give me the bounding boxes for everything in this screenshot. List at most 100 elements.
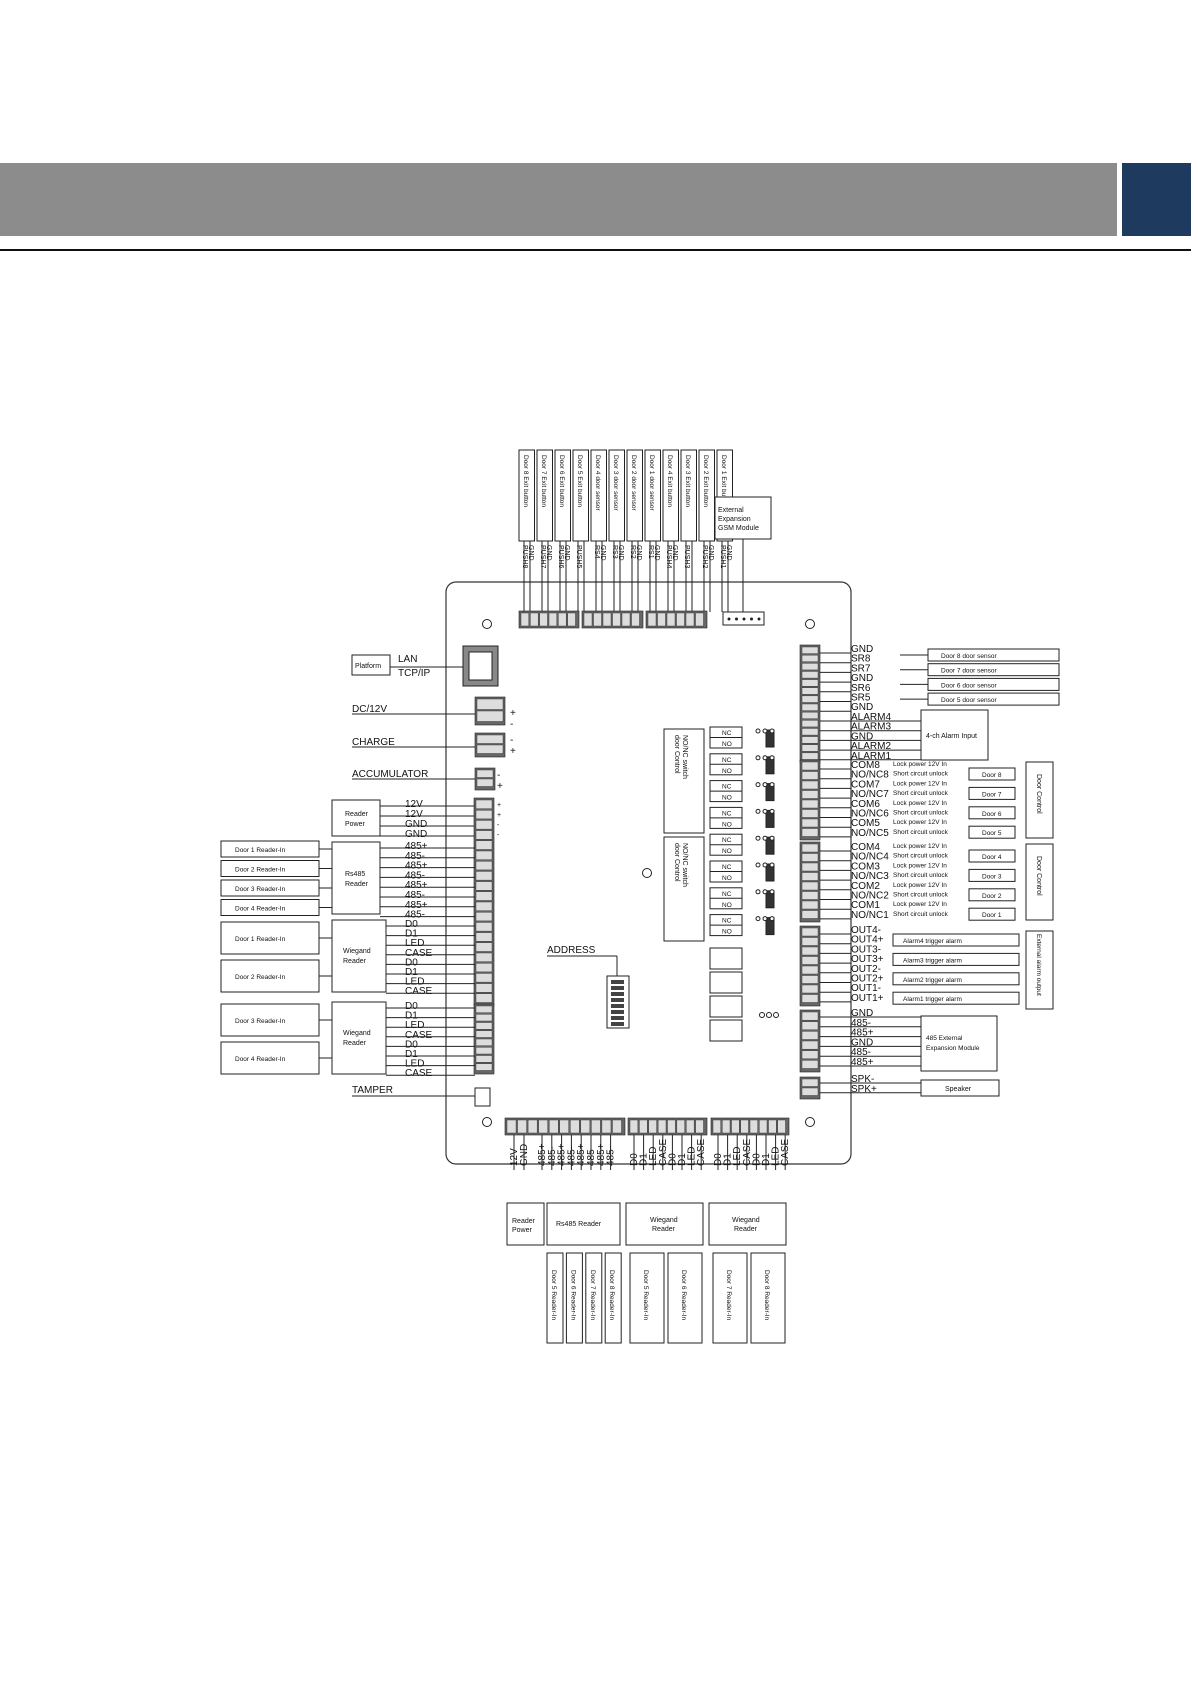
terminal-screw <box>520 612 530 627</box>
jumper-pin <box>766 1012 772 1018</box>
out-pin: OUT3- <box>851 944 881 955</box>
rs485-pin: 485- <box>405 890 425 901</box>
terminal-screw <box>648 1119 657 1134</box>
terminal-screw <box>685 612 695 627</box>
terminal-screw <box>801 965 819 975</box>
top-device-box <box>608 449 625 542</box>
out-pin: OUT1- <box>851 983 881 994</box>
bottom-door-reader-label: Door 8 Reader-In <box>763 1270 770 1321</box>
bottom-door-reader-box <box>546 1252 564 1344</box>
terminal-screw <box>475 963 493 973</box>
no-label: NO <box>722 929 732 936</box>
alarm-output-box <box>892 972 1020 986</box>
top-device-box <box>590 449 607 542</box>
bus-pin: GND <box>851 1008 873 1019</box>
wiegand-pin: LED <box>405 1059 424 1070</box>
top-device-box <box>698 449 715 542</box>
terminal-screw <box>475 952 493 962</box>
terminal-screw <box>801 910 819 919</box>
terminal-screw <box>639 1119 648 1134</box>
polarity-sign: + <box>497 802 501 809</box>
lock-door-box <box>968 806 1016 820</box>
dc-terminal <box>474 696 506 726</box>
terminal-screw <box>801 799 819 809</box>
lock-pin: COM3 <box>851 861 880 872</box>
lock-door-box <box>968 868 1016 882</box>
jumper-pin <box>759 1012 765 1018</box>
bottom-door-reader-label: Door 6 Reader-In <box>680 1270 687 1321</box>
left-door-reader-box <box>220 1003 320 1037</box>
bottom-terminal-2 <box>627 1117 708 1136</box>
jumper-pin <box>762 728 768 734</box>
bus-pin: 485+ <box>851 1028 874 1039</box>
terminal-screw <box>801 1031 819 1040</box>
lock-note: Lock power 12V In <box>893 780 947 787</box>
top-device-label: Door 5 Exit button <box>576 455 583 507</box>
lock-pin: NO/NC5 <box>851 828 889 839</box>
sensor-pin: SR6 <box>851 683 871 694</box>
rs485-pin: 485+ <box>405 861 428 872</box>
alarm-input-label: 4-ch Alarm Input <box>926 733 977 740</box>
lock-door-box <box>968 786 1016 800</box>
terminal-screw <box>475 810 493 820</box>
bus-pin: GND <box>851 1037 873 1048</box>
lock-pin: COM6 <box>851 799 880 810</box>
out-pin: OUT2+ <box>851 974 884 985</box>
terminal-screw <box>801 828 819 837</box>
top-device-label: Door 3 Exit button <box>684 455 691 507</box>
terminal-screw <box>801 703 819 711</box>
terminal-screw <box>801 736 819 744</box>
terminal-screw <box>801 975 819 984</box>
alarm-output-box <box>892 952 1020 966</box>
bus-pin: 485- <box>851 1018 871 1029</box>
top-device-box <box>554 449 571 542</box>
mounting-hole <box>482 1117 492 1127</box>
lock-door-label: Door 5 <box>982 830 1002 837</box>
bottom-wiegand-box-1 <box>625 1202 704 1246</box>
no-label: NO <box>722 741 732 748</box>
terminal-screw <box>722 1119 731 1134</box>
terminal-screw <box>801 843 819 853</box>
sensor-box-label: Door 6 door sensor <box>941 682 997 689</box>
bottom-wiegand-box-2 <box>708 1202 787 1246</box>
terminal-screw <box>801 853 819 862</box>
terminal-screw <box>801 711 819 719</box>
terminal-screw <box>801 818 819 828</box>
right-terminal-1 <box>799 644 821 764</box>
wiegand-reader-box-left <box>331 1001 387 1075</box>
bottom-rs485-label: Rs485 Reader <box>556 1221 602 1228</box>
terminal-screw <box>801 881 819 891</box>
lock-note: Short circuit unlock <box>893 892 949 899</box>
bottom-wiegand-label: Reader <box>652 1226 676 1233</box>
terminal-screw <box>801 752 819 760</box>
top-device-box <box>662 449 679 542</box>
lock-note: Lock power 12V In <box>893 761 947 768</box>
alarm-output-label: Alarm2 trigger alarm <box>903 977 962 984</box>
bus-pin: 485- <box>851 1047 871 1058</box>
terminal-screw <box>475 901 493 911</box>
lock-door-box <box>968 888 1016 902</box>
bottom-wiegand-label: Wiegand <box>650 1217 678 1224</box>
dip-lever <box>611 986 624 990</box>
terminal-screw <box>475 993 493 1003</box>
gsm-module-box <box>714 496 772 540</box>
terminal-screw <box>695 612 704 627</box>
out-pin: OUT4- <box>851 925 881 936</box>
external-alarm-label: External alarm output <box>1035 934 1042 996</box>
door-control-group <box>663 836 705 942</box>
sensor-pin: GND <box>851 644 873 655</box>
lock-door-label: Door 6 <box>982 811 1002 818</box>
top-device-box <box>572 449 589 542</box>
lock-pin: COM1 <box>851 900 880 911</box>
terminal-screw <box>475 840 493 850</box>
top-device-label: Door 2 door sensor <box>630 455 637 511</box>
jumper-pin <box>762 862 768 868</box>
dip-lever <box>611 1022 624 1026</box>
top-device-box <box>680 449 697 542</box>
terminal-screw <box>768 1119 777 1134</box>
terminal-screw <box>801 671 819 679</box>
bottom-door-reader-label: Door 7 Reader-In <box>725 1270 732 1321</box>
wiegand-pin: CASE <box>405 1030 433 1041</box>
bottom-rs485-box <box>546 1202 621 1246</box>
rs485-reader-label: Rs485 <box>345 871 365 878</box>
